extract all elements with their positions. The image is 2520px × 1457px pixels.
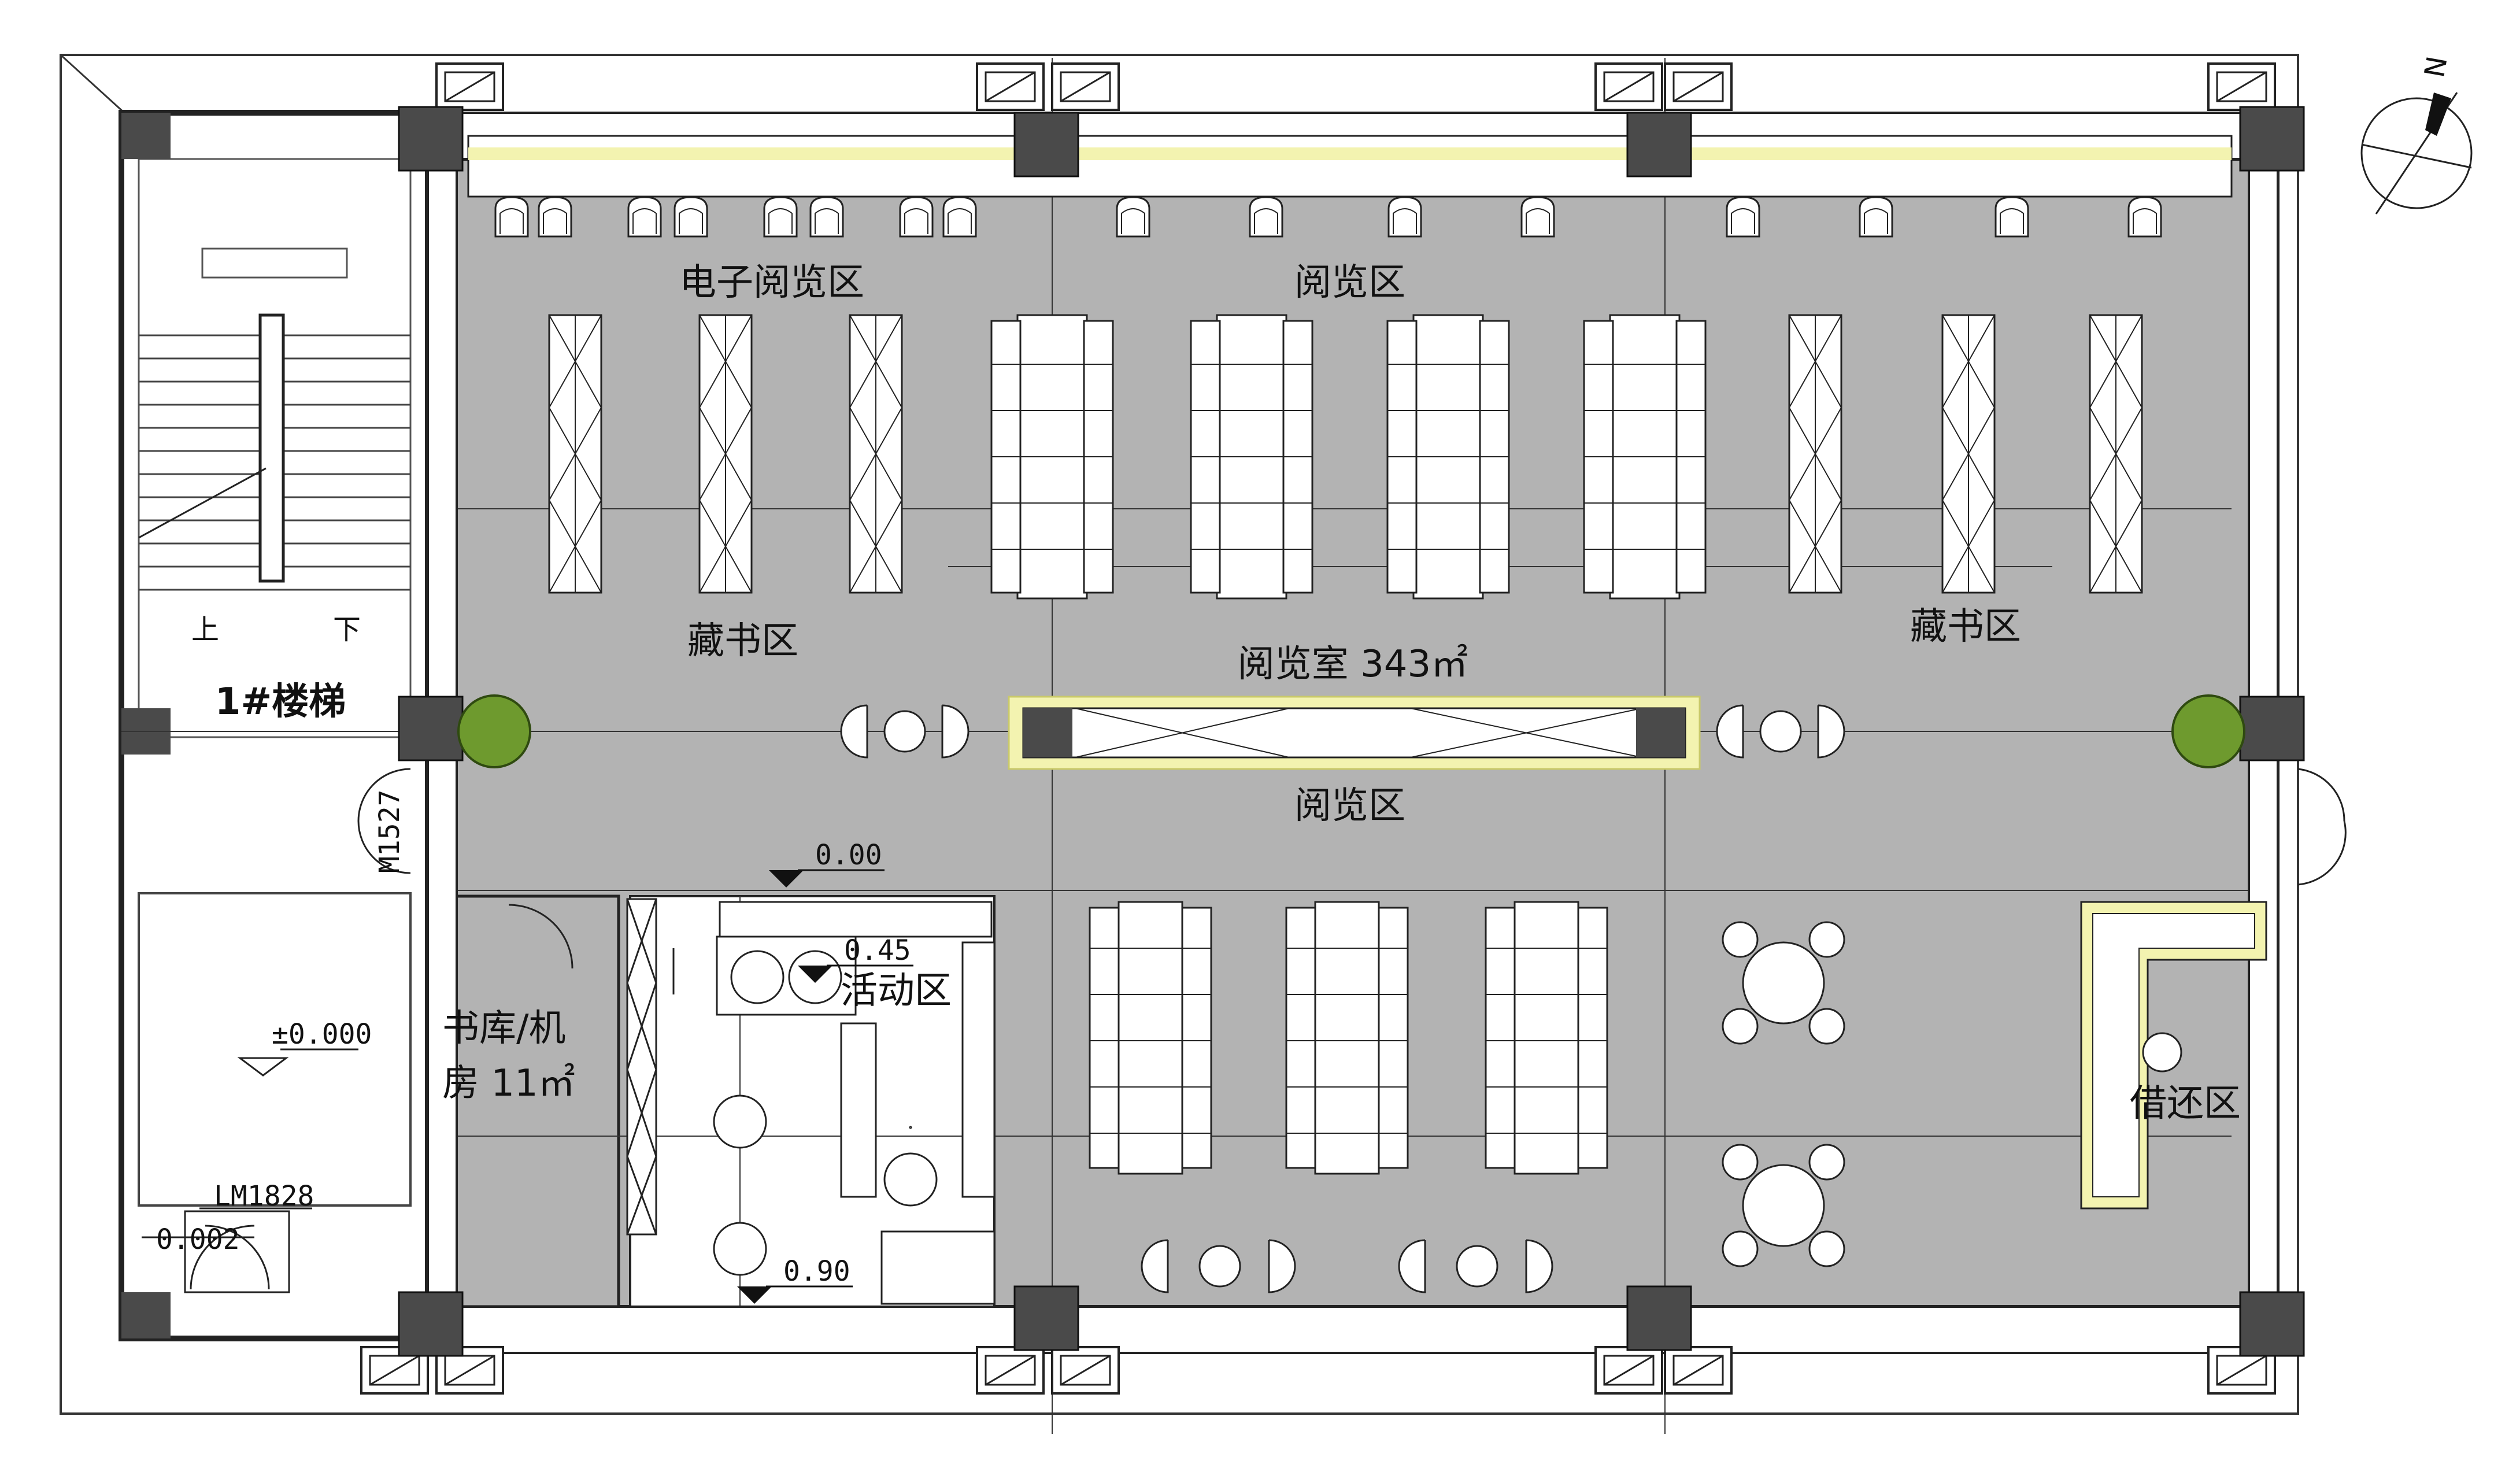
level-000: 0.00 xyxy=(815,839,882,871)
door-side-label: M1527 xyxy=(373,790,406,874)
door-swings xyxy=(357,768,2347,969)
label-circulation: 借还区 xyxy=(2130,1082,2241,1125)
door-front-label: LM1828 xyxy=(214,1180,314,1212)
reading-tables-lower xyxy=(1089,901,1608,1175)
north-arrow: N xyxy=(2360,54,2473,215)
plant-right xyxy=(2171,694,2245,768)
level-stair: ±0.000 xyxy=(272,1018,372,1051)
north-label: N xyxy=(2417,54,2452,80)
activity-zone-furniture xyxy=(626,898,996,1305)
label-stair-down: 下 xyxy=(333,613,361,646)
level-markers xyxy=(737,869,913,1304)
level-045: 0.45 xyxy=(844,934,911,967)
plant-left xyxy=(457,694,531,768)
lounge-seats xyxy=(840,704,1845,1293)
room-labels: 电子阅览区 阅览区 藏书区 藏书区 阅览室 343㎡ 阅览区 活动区 书库/机 … xyxy=(156,261,2241,1288)
label-reading-room: 阅览室 343㎡ xyxy=(1238,643,1468,686)
storage-room-area xyxy=(426,894,620,1308)
bottom-wall xyxy=(427,1306,2279,1354)
round-tables xyxy=(1722,921,1845,1267)
label-stair-up: 上 xyxy=(191,613,219,646)
label-stacks-left: 藏书区 xyxy=(687,620,798,663)
label-ebook-area: 电子阅览区 xyxy=(679,261,864,304)
level-090: 0.90 xyxy=(783,1255,850,1288)
label-reading-mid: 阅览区 xyxy=(1294,785,1405,827)
central-display xyxy=(1008,696,1701,770)
level-door: 0.002 xyxy=(156,1223,240,1256)
label-storage-1: 书库/机 xyxy=(442,1007,566,1050)
label-activity: 活动区 xyxy=(841,970,952,1012)
stair-block xyxy=(119,110,431,1341)
label-reading-top: 阅览区 xyxy=(1294,261,1405,304)
label-storage-2: 房 11㎡ xyxy=(442,1062,575,1105)
label-stacks-right: 藏书区 xyxy=(1910,605,2021,648)
circulation-desk xyxy=(2080,901,2267,1210)
label-stair: 1#楼梯 xyxy=(215,681,346,723)
reading-tables-upper xyxy=(990,314,1707,600)
